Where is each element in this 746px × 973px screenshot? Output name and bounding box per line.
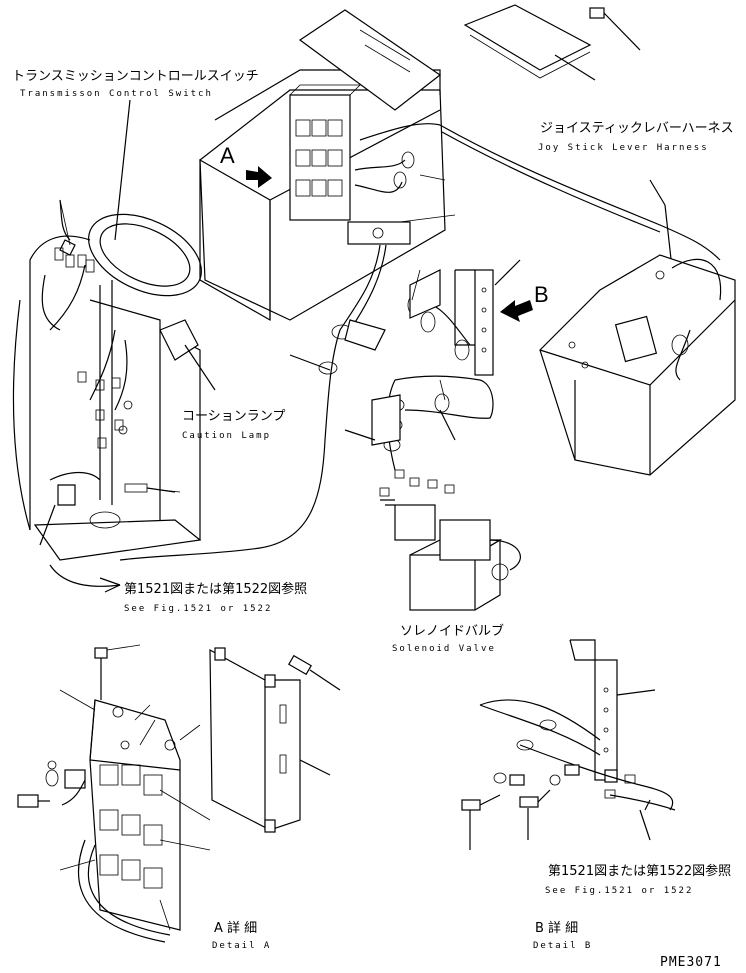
joystick-harness-cable: [439, 124, 721, 261]
detail-b-label-en: Detail B: [533, 941, 593, 951]
joystick-harness-label-jp: ジョイスティックレバーハーネス: [540, 121, 734, 136]
relay-block-main: [289, 84, 361, 221]
fig-ref-label-en-2: See Fig.1521 or 1522: [545, 886, 694, 896]
arrow-a: [246, 166, 272, 188]
detail-a-label-en: Detail A: [212, 941, 272, 951]
transmission-switch: [54, 99, 131, 273]
fig-ref-label-en-1: See Fig.1521 or 1522: [124, 604, 273, 614]
top-plate: [463, 4, 641, 81]
control-box: [199, 9, 446, 322]
bracket-b: [407, 259, 521, 376]
marker-b: B: [534, 282, 549, 307]
fig-ref-label-jp-2: 第1521図または第1522図参照: [548, 864, 732, 879]
caution-lamp-label-jp: コーションランプ: [182, 409, 286, 424]
detail-a: [17, 647, 181, 943]
fig-ref-label-jp-1: 第1521図または第1522図参照: [124, 582, 308, 597]
detail-a-label-jp: A 詳 細: [214, 921, 258, 936]
solenoid-valve: [380, 499, 521, 611]
marker-a: A: [220, 143, 235, 168]
solenoid-valve-label-jp: ソレノイドバルブ: [400, 624, 505, 639]
caution-lamp-label-en: Caution Lamp: [182, 431, 272, 441]
steering-column: [12, 199, 202, 561]
transmission-switch-label-en: Transmisson Control Switch: [20, 89, 213, 99]
arrow-b: [500, 300, 533, 322]
caution-lamp: [159, 319, 216, 391]
detail-a-panel: [209, 647, 341, 833]
right-console: [539, 254, 736, 476]
solenoid-valve-label-en: Solenoid Valve: [392, 644, 496, 654]
joystick-harness-label-en: Joy Stick Lever Harness: [538, 143, 709, 153]
detail-b-label-jp: B 詳 細: [535, 921, 579, 936]
detail-b: [461, 639, 676, 850]
transmission-switch-label-jp: トランスミッションコントロールスイッチ: [12, 69, 259, 84]
page-code: PME3071: [660, 955, 722, 970]
